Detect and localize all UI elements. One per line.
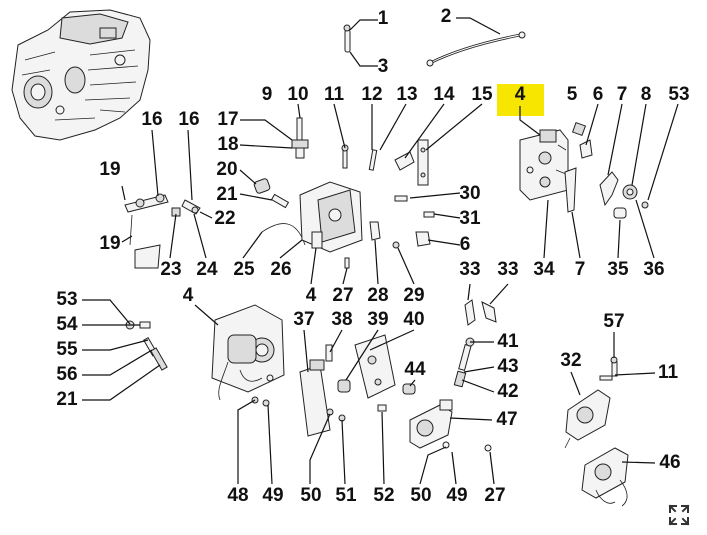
callout-label-highlighted[interactable]: 4 [515,84,526,105]
callout-label[interactable]: 47 [496,409,517,430]
callout-label[interactable]: 23 [160,259,181,280]
callout-label[interactable]: 24 [196,259,218,280]
callout-label[interactable]: 21 [216,184,238,205]
callout-label[interactable]: 4 [183,285,194,306]
callout-label[interactable]: 48 [227,485,248,506]
callout-label[interactable]: 27 [332,285,353,306]
callout-label[interactable]: 54 [56,314,78,335]
callout-label[interactable]: 41 [497,331,519,352]
callout-label[interactable]: 17 [217,109,238,130]
callout-label[interactable]: 2 [441,6,452,27]
callout-label[interactable]: 14 [433,84,455,105]
cylinder-46 [581,447,629,507]
valve-parts-41-47 [402,337,492,452]
callout-label[interactable]: 21 [56,389,78,410]
callout-label[interactable]: 18 [217,134,238,155]
central-housing-parts [253,178,435,269]
callout-label[interactable]: 6 [460,234,471,255]
callout-label[interactable]: 33 [497,259,518,280]
callout-label[interactable]: 36 [643,259,664,280]
callout-label[interactable]: 26 [270,259,291,280]
callout-label[interactable]: 49 [446,485,467,506]
callout-label[interactable]: 38 [331,309,352,330]
callout-label[interactable]: 42 [497,381,518,402]
callout-label[interactable]: 51 [335,485,357,506]
callout-label[interactable]: 44 [404,359,426,380]
expand-button[interactable] [664,500,694,530]
callout-label[interactable]: 49 [262,485,283,506]
pin-part [343,24,351,53]
actuator-assembly-4 [519,129,569,201]
callout-label[interactable]: 13 [396,84,417,105]
callout-label[interactable]: 55 [56,339,78,360]
callout-label[interactable]: 7 [575,259,586,280]
callout-label[interactable]: 27 [484,485,505,506]
callout-label[interactable]: 15 [471,84,493,105]
callout-label[interactable]: 19 [99,159,120,180]
callout-label[interactable]: 34 [533,259,555,280]
brackets-14-15 [394,139,429,186]
callout-label[interactable]: 12 [361,84,382,105]
callout-label[interactable]: 4 [306,285,317,306]
callout-label[interactable]: 9 [262,84,273,105]
cylinder-32 [564,356,618,449]
callout-label[interactable]: 7 [617,84,628,105]
callout-label[interactable]: 3 [378,56,389,77]
callout-label[interactable]: 19 [99,233,120,254]
callout-label[interactable]: 20 [216,159,237,180]
expand-arrows-icon [668,504,690,526]
callout-label[interactable]: 31 [459,208,481,229]
callout-label[interactable]: 37 [293,309,314,330]
callout-label[interactable]: 11 [324,84,345,105]
callout-label[interactable]: 22 [214,208,235,229]
plates-37-40 [299,334,396,437]
callout-label[interactable]: 50 [300,485,321,506]
callout-label[interactable]: 46 [659,452,680,473]
brackets-33 [464,299,497,326]
callout-label[interactable]: 43 [497,356,518,377]
callout-label[interactable]: 29 [403,285,424,306]
callout-label[interactable]: 16 [178,109,199,130]
callout-label[interactable]: 33 [459,259,480,280]
leader-lines [82,17,679,485]
callout-label[interactable]: 28 [367,285,388,306]
callout-label[interactable]: 10 [287,84,308,105]
callout-label[interactable]: 16 [141,109,162,130]
callout-label[interactable]: 25 [233,259,255,280]
actuator-plate-4 [211,304,285,401]
callout-label[interactable]: 6 [593,84,604,105]
callout-label[interactable]: 56 [56,364,77,385]
callout-label[interactable]: 53 [668,84,689,105]
callout-label[interactable]: 35 [607,259,629,280]
callout-labels: 1 2 3 9 10 11 12 13 14 15 4 5 6 7 8 53 1… [56,6,689,506]
pins-53-56 [125,320,168,371]
callout-label[interactable]: 30 [459,183,480,204]
callout-label[interactable]: 11 [658,362,679,383]
callout-label[interactable]: 5 [567,84,578,105]
callout-label[interactable]: 57 [603,311,624,332]
callout-label[interactable]: 8 [641,84,652,105]
linkage-parts-16-24 [124,193,201,269]
callout-label[interactable]: 1 [378,8,389,29]
callout-label[interactable]: 39 [367,309,388,330]
bolt-bracket-part [291,117,309,159]
cable-part [426,31,526,67]
callout-label[interactable]: 53 [56,289,77,310]
transmission-housing-illustration [11,9,151,141]
callout-label[interactable]: 32 [560,350,581,371]
callout-label[interactable]: 52 [373,485,394,506]
callout-label[interactable]: 40 [403,309,424,330]
callout-label[interactable]: 50 [410,485,431,506]
small-parts-5-53 [564,121,649,219]
